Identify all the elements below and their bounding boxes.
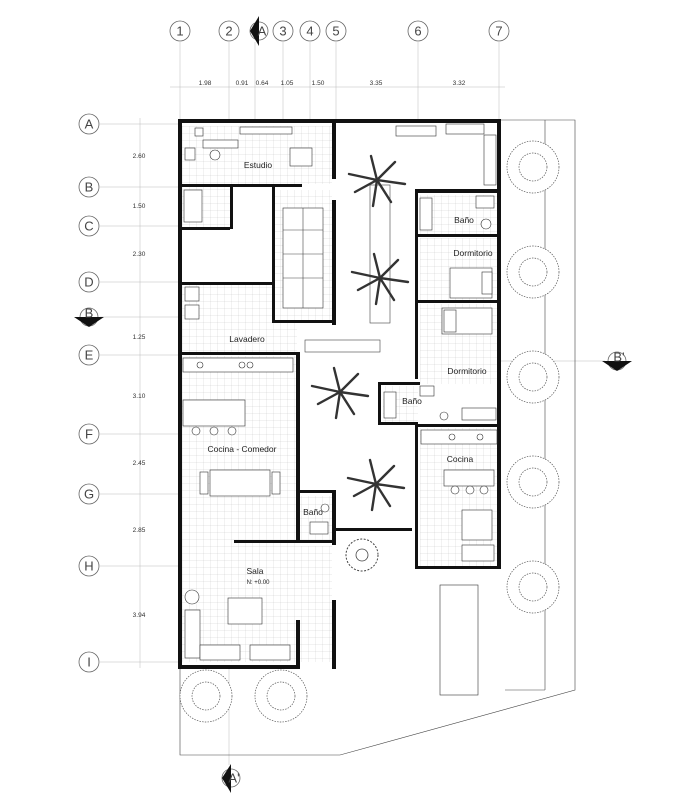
- svg-text:D: D: [84, 275, 93, 290]
- room-label-bano-2: Baño: [454, 215, 474, 225]
- tree-icon: [506, 245, 560, 299]
- dim-row-5: 3.10: [133, 393, 146, 400]
- dim-col-2: 0.91: [236, 80, 249, 87]
- dim-row-8: 3.94: [133, 612, 146, 619]
- dim-col-7: 3.32: [453, 80, 466, 87]
- dim-col-4: 1.05: [281, 80, 294, 87]
- row-grid-lines: [100, 118, 180, 668]
- svg-text:G: G: [84, 487, 94, 502]
- row-axis-f: F: [78, 423, 100, 445]
- room-label-estudio: Estudio: [244, 160, 273, 170]
- dim-col-3: 0.64: [256, 80, 269, 87]
- svg-text:A': A': [228, 771, 239, 786]
- row-axis-a: A: [78, 113, 100, 135]
- column-axis-4: 4: [299, 20, 321, 42]
- shrub-icon: [345, 538, 379, 572]
- svg-text:A: A: [85, 117, 94, 132]
- palm-icon: [310, 366, 370, 420]
- svg-text:3: 3: [279, 24, 286, 39]
- column-dimensions: 1.98 0.91 0.64 1.05 1.50 3.35 3.32: [199, 80, 466, 87]
- column-axis-5: 5: [325, 20, 347, 42]
- svg-text:B: B: [85, 306, 94, 321]
- column-axis-1: 1: [169, 20, 191, 42]
- furniture: [182, 123, 498, 696]
- section-marker-b: B: [74, 306, 104, 327]
- room-label-lavadero: Lavadero: [229, 334, 265, 344]
- column-axis-3: 3: [272, 20, 294, 42]
- section-marker-a-prime: A': [221, 668, 241, 793]
- dim-row-4: 1.25: [133, 334, 146, 341]
- dim-row-6: 2.45: [133, 460, 146, 467]
- palm-plants: [310, 154, 410, 572]
- svg-text:A: A: [258, 24, 267, 39]
- row-dimensions: 2.60 1.50 2.30 1.25 3.10 2.45 2.85 3.94: [133, 153, 146, 619]
- svg-text:I: I: [87, 655, 91, 670]
- dim-row-2: 1.50: [133, 203, 146, 210]
- tree-icon: [506, 455, 560, 509]
- svg-text:2: 2: [225, 24, 232, 39]
- room-label-cocina-comedor: Cocina - Comedor: [208, 444, 277, 454]
- room-label-dormitorio-2: Dormitorio: [447, 366, 486, 376]
- row-axis-i: I: [78, 651, 100, 673]
- dim-row-3: 2.30: [133, 251, 146, 258]
- dim-col-5: 1.50: [312, 80, 325, 87]
- trees: [179, 140, 560, 723]
- column-axis-bubbles: 1 2 A 3 4 5 6 7: [169, 16, 510, 46]
- column-axis-7: 7: [488, 20, 510, 42]
- room-labels: Estudio Lavadero Cocina - Comedor Baño S…: [208, 160, 493, 586]
- room-label-bano-1: Baño: [303, 507, 323, 517]
- svg-text:1: 1: [176, 24, 183, 39]
- row-axis-c: C: [78, 215, 100, 237]
- svg-text:E: E: [85, 348, 94, 363]
- tree-icon: [506, 140, 560, 194]
- row-axis-h: H: [78, 555, 100, 577]
- row-axis-e: E: [78, 344, 100, 366]
- row-axis-d: D: [78, 271, 100, 293]
- palm-icon: [346, 458, 406, 512]
- svg-text:B: B: [85, 180, 94, 195]
- room-label-dormitorio-1: Dormitorio: [453, 248, 492, 258]
- row-axis-g: G: [78, 483, 100, 505]
- svg-text:C: C: [84, 219, 93, 234]
- tree-icon: [506, 560, 560, 614]
- dim-col-1: 1.98: [199, 80, 212, 87]
- dim-row-7: 2.85: [133, 527, 146, 534]
- svg-text:4: 4: [306, 24, 313, 39]
- tree-icon: [254, 669, 308, 723]
- svg-text:6: 6: [414, 24, 421, 39]
- row-axis-b: B: [78, 176, 100, 198]
- walls: [178, 119, 501, 669]
- level-marker: N: +0.00: [247, 580, 271, 586]
- dim-row-1: 2.60: [133, 153, 146, 160]
- svg-text:F: F: [85, 427, 93, 442]
- row-axis-bubbles: A B C D B E F G H I: [74, 113, 104, 673]
- room-label-sala: Sala: [246, 566, 263, 576]
- column-axis-2: 2: [218, 20, 240, 42]
- column-axis-6: 6: [407, 20, 429, 42]
- room-label-bano-3: Baño: [402, 396, 422, 406]
- svg-text:B': B': [613, 350, 624, 365]
- tree-icon: [179, 669, 233, 723]
- palm-icon: [347, 154, 407, 208]
- svg-text:7: 7: [495, 24, 502, 39]
- tree-icon: [506, 350, 560, 404]
- section-marker-a: A: [249, 16, 269, 46]
- column-grid-lines: [170, 42, 505, 120]
- svg-text:H: H: [84, 559, 93, 574]
- room-label-cocina: Cocina: [447, 454, 474, 464]
- svg-text:5: 5: [332, 24, 339, 39]
- dim-col-6: 3.35: [370, 80, 383, 87]
- palm-icon: [350, 252, 410, 306]
